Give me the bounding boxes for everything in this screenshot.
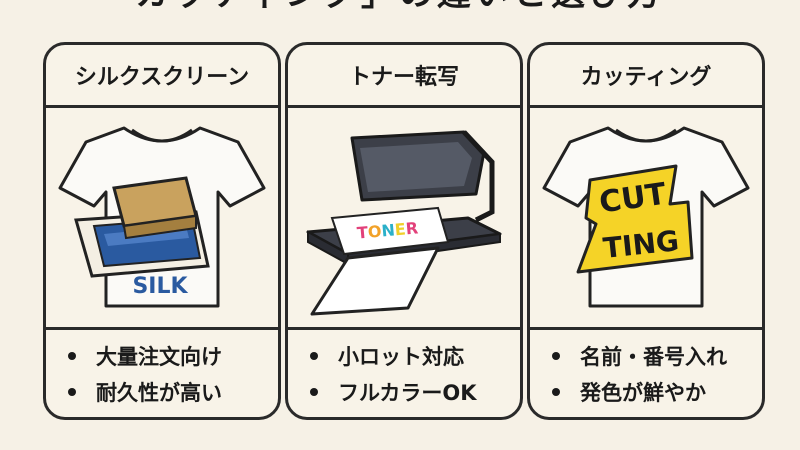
- bullet-list: 大量注文向け 耐久性が高い: [46, 327, 278, 410]
- list-item: 耐久性が高い: [46, 374, 278, 410]
- toner-label: TONER: [356, 218, 419, 242]
- silkscreen-illustration: SILK: [46, 108, 278, 328]
- panel-silkscreen: シルクスクリーン SILK 大量注文向け 耐久性が高い: [43, 42, 281, 420]
- heat-press-icon: TONER: [306, 130, 502, 316]
- bullet-dot-icon: [68, 352, 76, 360]
- silkscreen-tshirt-icon: SILK: [58, 126, 266, 308]
- list-item: 小ロット対応: [288, 338, 520, 374]
- list-item: フルカラーOK: [288, 374, 520, 410]
- bullet-dot-icon: [552, 352, 560, 360]
- panel-heading: シルクスクリーン: [46, 45, 278, 108]
- cutting-illustration: CUT TING: [530, 108, 762, 328]
- bullet-dot-icon: [552, 388, 560, 396]
- list-item: 大量注文向け: [46, 338, 278, 374]
- panel-cutting: カッティング CUT TING 名前・番号入れ 発色が鮮やか: [527, 42, 765, 420]
- ting-label: TING: [602, 224, 681, 265]
- panel-toner-transfer: トナー転写 TONER 小ロット対応 フルカラーOK: [285, 42, 523, 420]
- panel-heading: トナー転写: [288, 45, 520, 108]
- list-item: 発色が鮮やか: [530, 374, 762, 410]
- bullet-list: 小ロット対応 フルカラーOK: [288, 327, 520, 410]
- panel-heading: カッティング: [530, 45, 762, 108]
- page-title: カッティング」の違いと選び方: [0, 0, 800, 14]
- bullet-dot-icon: [68, 388, 76, 396]
- bullet-list: 名前・番号入れ 発色が鮮やか: [530, 327, 762, 410]
- bullet-dot-icon: [310, 352, 318, 360]
- bullet-dot-icon: [310, 388, 318, 396]
- cutting-tshirt-icon: CUT TING: [542, 126, 750, 308]
- silk-label: SILK: [132, 274, 188, 299]
- toner-illustration: TONER: [288, 108, 520, 328]
- list-item: 名前・番号入れ: [530, 338, 762, 374]
